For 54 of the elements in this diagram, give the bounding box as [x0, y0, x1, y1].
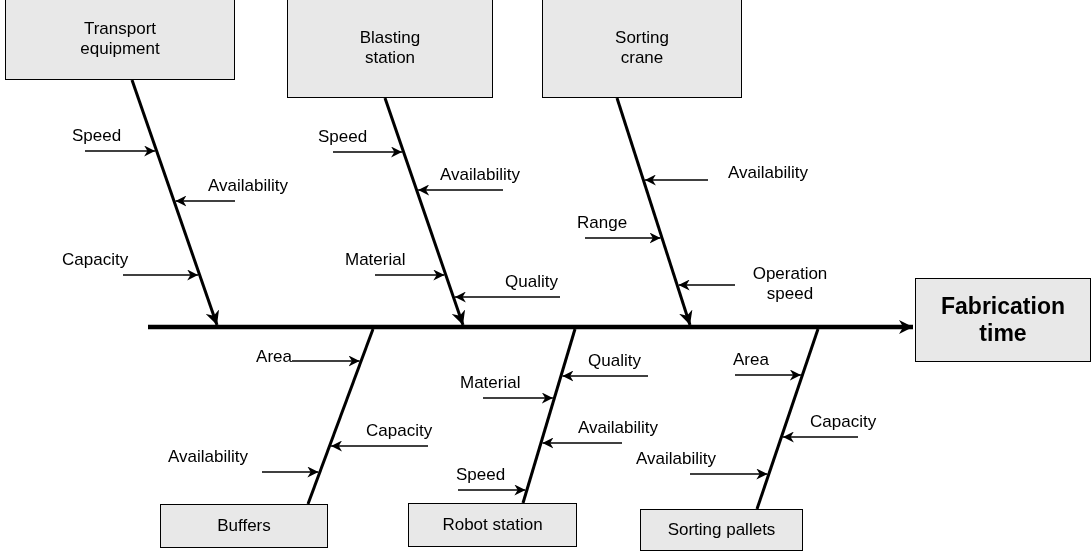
- cause-label: Availability: [440, 165, 520, 185]
- cause-arrow: [541, 437, 623, 449]
- category-box: Transport equipment: [5, 0, 235, 80]
- cause-label: Quality: [588, 351, 641, 371]
- cause-label: Material: [345, 250, 406, 270]
- category-box: Buffers: [160, 504, 328, 548]
- bone-arrow: [383, 97, 466, 326]
- cause-label: Quality: [505, 272, 558, 292]
- cause-arrow: [482, 392, 554, 404]
- category-box: Sorting pallets: [640, 509, 803, 551]
- cause-label: Speed: [318, 127, 368, 147]
- cause-label: Capacity: [62, 250, 129, 270]
- category-box: Blasting station: [287, 0, 493, 98]
- effect-box: Fabrication time: [915, 278, 1091, 362]
- cause-arrow: [689, 468, 768, 480]
- cause-arrow: [84, 145, 156, 157]
- category-box: Robot station: [408, 503, 577, 547]
- cause-label: Availability: [728, 163, 808, 183]
- bone-line: [755, 328, 820, 510]
- cause-label: Availability: [578, 418, 658, 438]
- cause-label: Range: [577, 213, 628, 233]
- cause-label: Capacity: [810, 412, 877, 432]
- cause-arrow: [457, 484, 527, 496]
- cause-arrow: [644, 174, 709, 186]
- spine-arrow: [148, 320, 913, 334]
- cause-label: Operation speed: [735, 264, 845, 304]
- cause-label: Availability: [636, 449, 716, 469]
- bone-line: [521, 328, 577, 504]
- bone-arrow: [130, 79, 219, 326]
- cause-arrow: [678, 279, 736, 291]
- bone-arrow: [615, 97, 693, 326]
- cause-arrow: [374, 269, 445, 281]
- cause-arrow: [330, 440, 429, 452]
- cause-label: Capacity: [366, 421, 433, 441]
- cause-label: Area: [256, 347, 292, 367]
- cause-label: Speed: [72, 126, 122, 146]
- category-box: Sorting crane: [542, 0, 742, 98]
- cause-label: Availability: [168, 447, 248, 467]
- cause-arrow: [261, 466, 320, 478]
- cause-arrow: [122, 269, 199, 281]
- cause-label: Speed: [456, 465, 506, 485]
- cause-label: Material: [460, 373, 521, 393]
- cause-arrow: [174, 195, 236, 207]
- cause-arrow: [332, 146, 403, 158]
- cause-arrow: [584, 232, 662, 244]
- bone-line: [306, 328, 375, 505]
- cause-arrow: [291, 355, 361, 367]
- cause-arrow: [782, 431, 859, 443]
- cause-label: Availability: [208, 176, 288, 196]
- cause-arrow: [417, 184, 504, 196]
- cause-arrow: [734, 369, 802, 381]
- cause-arrow: [561, 370, 649, 382]
- cause-arrow: [454, 291, 561, 303]
- cause-label: Area: [733, 350, 769, 370]
